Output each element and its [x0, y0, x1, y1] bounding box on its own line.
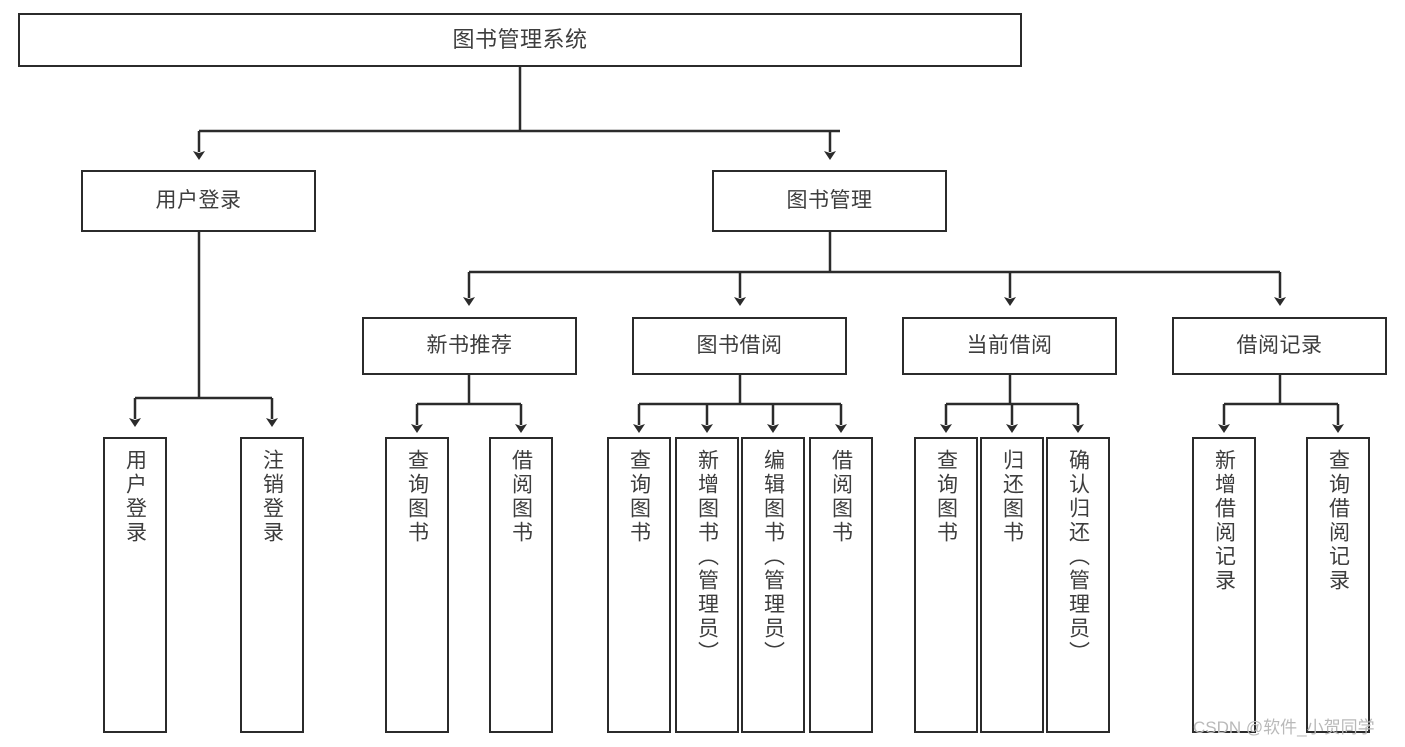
leaf-current-confirm-return-admin[interactable]: 确认归还（管理员） [1046, 437, 1110, 733]
node-label: 图书管理 [786, 188, 873, 212]
node-new-book-recommendation[interactable]: 新书推荐 [362, 317, 577, 375]
node-label: 借阅记录 [1236, 333, 1323, 357]
node-label: 新增借阅记录 [1212, 449, 1236, 593]
node-borrow-records[interactable]: 借阅记录 [1172, 317, 1387, 375]
node-label: 新书推荐 [426, 333, 513, 357]
node-label: 借阅图书 [509, 449, 533, 545]
leaf-borrow-edit-book-admin[interactable]: 编辑图书（管理员） [741, 437, 805, 733]
leaf-records-query-record[interactable]: 查询借阅记录 [1306, 437, 1370, 733]
node-book-borrow[interactable]: 图书借阅 [632, 317, 847, 375]
node-label: 查询图书 [405, 449, 429, 545]
node-label: 用户登录 [155, 188, 242, 212]
node-label: 用户登录 [123, 449, 147, 545]
node-label: 当前借阅 [966, 333, 1053, 357]
leaf-borrow-query-book[interactable]: 查询图书 [607, 437, 671, 733]
leaf-user-login-login[interactable]: 用户登录 [103, 437, 167, 733]
leaf-borrow-borrow-book[interactable]: 借阅图书 [809, 437, 873, 733]
node-label: 新增图书（管理员） [695, 449, 719, 665]
node-current-borrow[interactable]: 当前借阅 [902, 317, 1117, 375]
node-label: 查询图书 [627, 449, 651, 545]
node-label: 图书管理系统 [452, 27, 588, 53]
node-label: 查询借阅记录 [1326, 449, 1350, 593]
node-label: 确认归还（管理员） [1066, 449, 1090, 665]
leaf-user-login-logout[interactable]: 注销登录 [240, 437, 304, 733]
node-label: 编辑图书（管理员） [761, 449, 785, 665]
node-label: 注销登录 [260, 449, 284, 545]
node-user-login[interactable]: 用户登录 [81, 170, 316, 232]
node-label: 查询图书 [934, 449, 958, 545]
node-label: 借阅图书 [829, 449, 853, 545]
node-label: 归还图书 [1000, 449, 1024, 545]
leaf-current-query-book[interactable]: 查询图书 [914, 437, 978, 733]
node-label: 图书借阅 [696, 333, 783, 357]
node-book-management[interactable]: 图书管理 [712, 170, 947, 232]
leaf-new-book-borrow[interactable]: 借阅图书 [489, 437, 553, 733]
leaf-current-return-book[interactable]: 归还图书 [980, 437, 1044, 733]
node-root-system[interactable]: 图书管理系统 [18, 13, 1022, 67]
leaf-records-add-record[interactable]: 新增借阅记录 [1192, 437, 1256, 733]
leaf-new-book-query[interactable]: 查询图书 [385, 437, 449, 733]
watermark-text: CSDN @软件_小贺同学 [1193, 718, 1375, 737]
leaf-borrow-add-book-admin[interactable]: 新增图书（管理员） [675, 437, 739, 733]
